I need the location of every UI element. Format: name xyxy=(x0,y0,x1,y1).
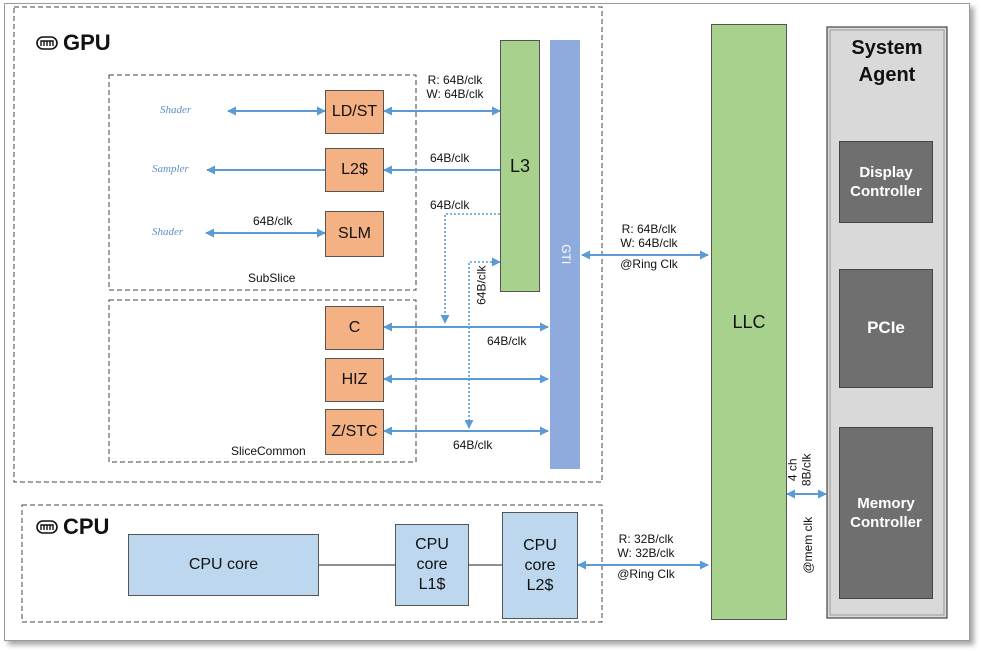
memory-controller-line1: Memory xyxy=(857,494,915,512)
mem-clock-wrap: @mem clk xyxy=(777,517,839,574)
gpu-title: GPU xyxy=(36,30,111,56)
l3-cache: L3 xyxy=(500,40,540,292)
cpu-llc-write: W: 32B/clk xyxy=(617,546,675,561)
shader-source-label: Shader xyxy=(160,104,192,116)
slicecommon-label: SliceCommon xyxy=(231,444,306,458)
mem-width: 8B/clk xyxy=(799,453,813,487)
ldst-l3-bandwidth: R: 64B/clk W: 64B/clk xyxy=(418,73,492,102)
l3-dotted-bandwidth: 64B/clk xyxy=(430,198,470,212)
display-controller-line2: Controller xyxy=(850,183,922,200)
cpu-llc-read: R: 32B/clk xyxy=(618,532,674,546)
system-agent-title: System Agent xyxy=(830,35,944,89)
cpu-l2-line2: core xyxy=(524,556,556,574)
l3-dotted-arrow xyxy=(440,213,500,324)
gti-llc-write: W: 64B/clk xyxy=(620,236,678,251)
shader-source-label-2: Shader xyxy=(152,226,184,238)
slm-unit: SLM xyxy=(325,211,384,257)
cpu-group xyxy=(21,504,603,623)
gti-label: GTI xyxy=(558,243,573,264)
cpu-l2-line1: CPU xyxy=(523,536,557,554)
subslice-label: SubSlice xyxy=(248,271,296,285)
l2-cache-unit: L2$ xyxy=(325,148,384,192)
gti-label-wrap: GTI xyxy=(556,242,575,266)
ldst-l3-read: R: 64B/clk xyxy=(427,73,483,87)
cpu-title: CPU xyxy=(36,514,109,540)
gti-dotted-bandwidth-wrap: 64B/clk xyxy=(460,265,504,304)
l3-zstc-dotted-arrow xyxy=(464,257,501,429)
c-gti-bandwidth: 64B/clk xyxy=(487,334,527,348)
gti-bar xyxy=(550,40,580,469)
mem-channels: 4 ch xyxy=(785,458,800,482)
system-agent-inner xyxy=(829,29,945,616)
pcie-block: PCIe xyxy=(839,269,933,388)
gpu-group xyxy=(13,6,603,483)
memory-controller: Memory Controller xyxy=(839,427,933,599)
gti-llc-bandwidth: R: 64B/clk W: 64B/clk @Ring Clk xyxy=(606,222,692,271)
sampler-source-label: Sampler xyxy=(152,163,189,175)
cpu-llc-clock: @Ring Clk xyxy=(617,566,675,581)
cpu-l1-line2: core xyxy=(416,556,448,573)
mem-bandwidth-wrap: 4 ch 8B/clk xyxy=(770,453,830,487)
cpu-l2-block: CPU core L2$ xyxy=(502,512,578,619)
cpu-l2-line3: L2$ xyxy=(526,576,554,594)
shader-slm-bandwidth: 64B/clk xyxy=(253,214,293,228)
chip-icon xyxy=(36,36,58,50)
zstc-unit: Z/STC xyxy=(325,409,384,455)
c-unit: C xyxy=(325,306,384,350)
gpu-title-text: GPU xyxy=(63,30,111,55)
cpu-llc-bandwidth: R: 32B/clk W: 32B/clk @Ring Clk xyxy=(602,532,690,581)
cpu-l1-line3: L1$ xyxy=(418,576,446,593)
l2-l3-bandwidth: 64B/clk xyxy=(430,151,470,165)
cpu-l1-line1: CPU xyxy=(415,536,449,553)
cpu-core-block: CPU core xyxy=(128,534,319,596)
cpu-title-text: CPU xyxy=(63,514,110,539)
gti-dotted-bandwidth: 64B/clk xyxy=(474,265,489,305)
gti-llc-clock: @Ring Clk xyxy=(620,256,678,271)
mem-bandwidth: 4 ch 8B/clk xyxy=(785,453,814,487)
ldst-unit: LD/ST xyxy=(325,90,384,134)
chip-icon xyxy=(36,520,58,534)
mem-clock: @mem clk xyxy=(800,516,815,574)
display-controller-line1: Display xyxy=(859,163,913,181)
gti-llc-read: R: 64B/clk xyxy=(621,222,677,236)
llc-block: LLC xyxy=(711,24,787,620)
system-agent-title-line1: System xyxy=(851,37,923,59)
cpu-l1-block: CPU core L1$ xyxy=(395,524,469,606)
system-agent-title-line2: Agent xyxy=(858,64,916,86)
display-controller: Display Controller xyxy=(839,141,933,223)
subslice-group xyxy=(108,74,417,291)
ldst-l3-write: W: 64B/clk xyxy=(426,87,484,102)
hiz-unit: HIZ xyxy=(325,358,384,402)
memory-controller-line2: Controller xyxy=(850,514,922,531)
zstc-gti-bandwidth: 64B/clk xyxy=(453,438,493,452)
